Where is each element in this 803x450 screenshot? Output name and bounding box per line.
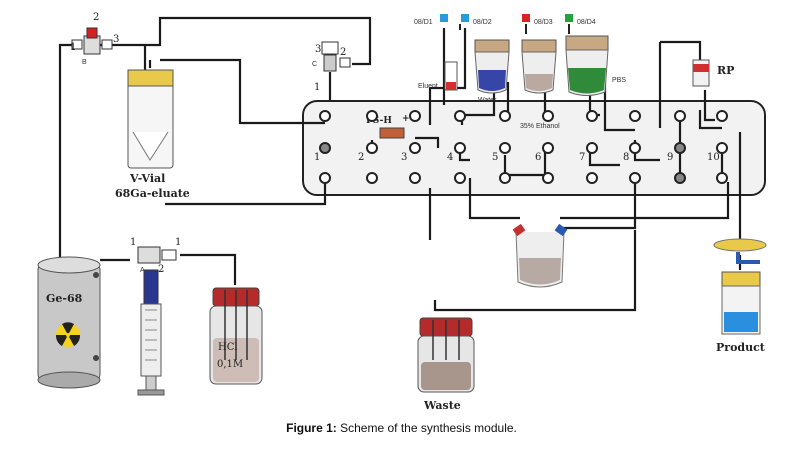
pbs-vial: PBS xyxy=(565,35,626,96)
stopcock-b-port-3: 3 xyxy=(113,34,119,45)
stopcock-a-port-1b: 1 xyxy=(175,237,181,248)
stopcock-b-letter: B xyxy=(82,59,87,66)
syringe xyxy=(137,269,165,396)
block-number-8: 8 xyxy=(623,152,629,163)
eluent-vial: Eluent xyxy=(418,61,458,91)
block-numbers: 1 2 3 4 5 6 7 8 9 10 xyxy=(314,152,720,163)
caption-bold: Figure 1: xyxy=(286,421,337,435)
manifold-block xyxy=(302,100,766,196)
waste-bottle: Waste xyxy=(417,317,475,412)
top-valves: 08/D1 08/D2 08/D3 08/D4 xyxy=(414,14,596,34)
psh-label: PS-H xyxy=(366,116,392,126)
hcl-bottle: HCl 0,1M xyxy=(209,287,263,385)
block-number-7: 7 xyxy=(579,152,585,163)
block-number-5: 5 xyxy=(492,152,498,163)
stopcock-c-port-1: 1 xyxy=(314,82,320,93)
v-vial: V-Vial 68Ga-eluate xyxy=(115,69,190,200)
generator-label: Ge-68 xyxy=(46,292,83,305)
pbs-label: PBS xyxy=(612,77,626,84)
ethanol-label: 35% Ethanol xyxy=(520,123,560,130)
rp-label: RP xyxy=(717,64,734,77)
stopcock-a[interactable]: 1 1 2 A xyxy=(130,237,181,275)
block-number-3: 3 xyxy=(401,152,407,163)
hcl-label-line2: 0,1M xyxy=(217,359,243,370)
reactor-vial xyxy=(512,223,568,288)
water-label: Water xyxy=(478,97,497,104)
stopcock-a-port-2: 2 xyxy=(158,264,164,275)
ge68-generator: Ge-68 xyxy=(37,256,101,389)
stopcock-b-port-2: 2 xyxy=(93,12,99,23)
radiation-icon xyxy=(55,322,81,347)
valve-d3-label: 08/D3 xyxy=(534,19,553,26)
figure-caption: Figure 1: Scheme of the synthesis module… xyxy=(0,421,803,435)
valve-d2-label: 08/D2 xyxy=(473,19,492,26)
stopcock-c-port-3: 3 xyxy=(315,44,321,55)
valve-d3[interactable]: 08/D3 xyxy=(522,14,553,26)
stopcock-a-letter: A xyxy=(140,267,145,274)
stopcock-c[interactable]: 3 2 1 C xyxy=(312,41,351,93)
v-vial-label-line2: 68Ga-eluate xyxy=(115,187,190,200)
block-number-1: 1 xyxy=(314,152,320,163)
stopcock-a-port-1: 1 xyxy=(130,237,136,248)
block-number-9: 9 xyxy=(667,152,673,163)
valve-d1-label: 08/D1 xyxy=(414,19,433,26)
waste-label: Waste xyxy=(423,399,461,412)
ethanol-vial: 35% Ethanol xyxy=(520,39,560,130)
valve-d2[interactable]: 08/D2 xyxy=(461,14,492,26)
block-number-4: 4 xyxy=(447,152,453,163)
stopcock-b-port-1: 1 xyxy=(70,42,76,53)
product-vial: Product xyxy=(713,238,767,354)
valve-d4[interactable]: 08/D4 xyxy=(565,14,596,26)
block-number-10: 10 xyxy=(707,152,720,163)
v-vial-label-line1: V-Vial xyxy=(129,172,165,185)
block-ports xyxy=(319,110,728,184)
stopcock-b[interactable]: 1 2 3 B xyxy=(70,12,119,66)
stopcock-c-letter: C xyxy=(312,61,317,68)
product-label: Product xyxy=(716,341,766,354)
hcl-label-line1: HCl xyxy=(218,342,238,353)
valve-d1[interactable]: 08/D1 xyxy=(414,14,448,26)
eluent-label: Eluent xyxy=(418,83,438,90)
water-vial: Water xyxy=(474,39,510,104)
psh-cartridge: PS-H + xyxy=(366,114,410,139)
block-number-2: 2 xyxy=(358,152,364,163)
block-number-6: 6 xyxy=(535,152,541,163)
stopcock-c-port-2: 2 xyxy=(340,47,346,58)
psh-plus: + xyxy=(402,114,410,124)
valve-d4-label: 08/D4 xyxy=(577,19,596,26)
rp-cartridge: RP xyxy=(692,59,734,87)
caption-text: Scheme of the synthesis module. xyxy=(336,421,517,435)
